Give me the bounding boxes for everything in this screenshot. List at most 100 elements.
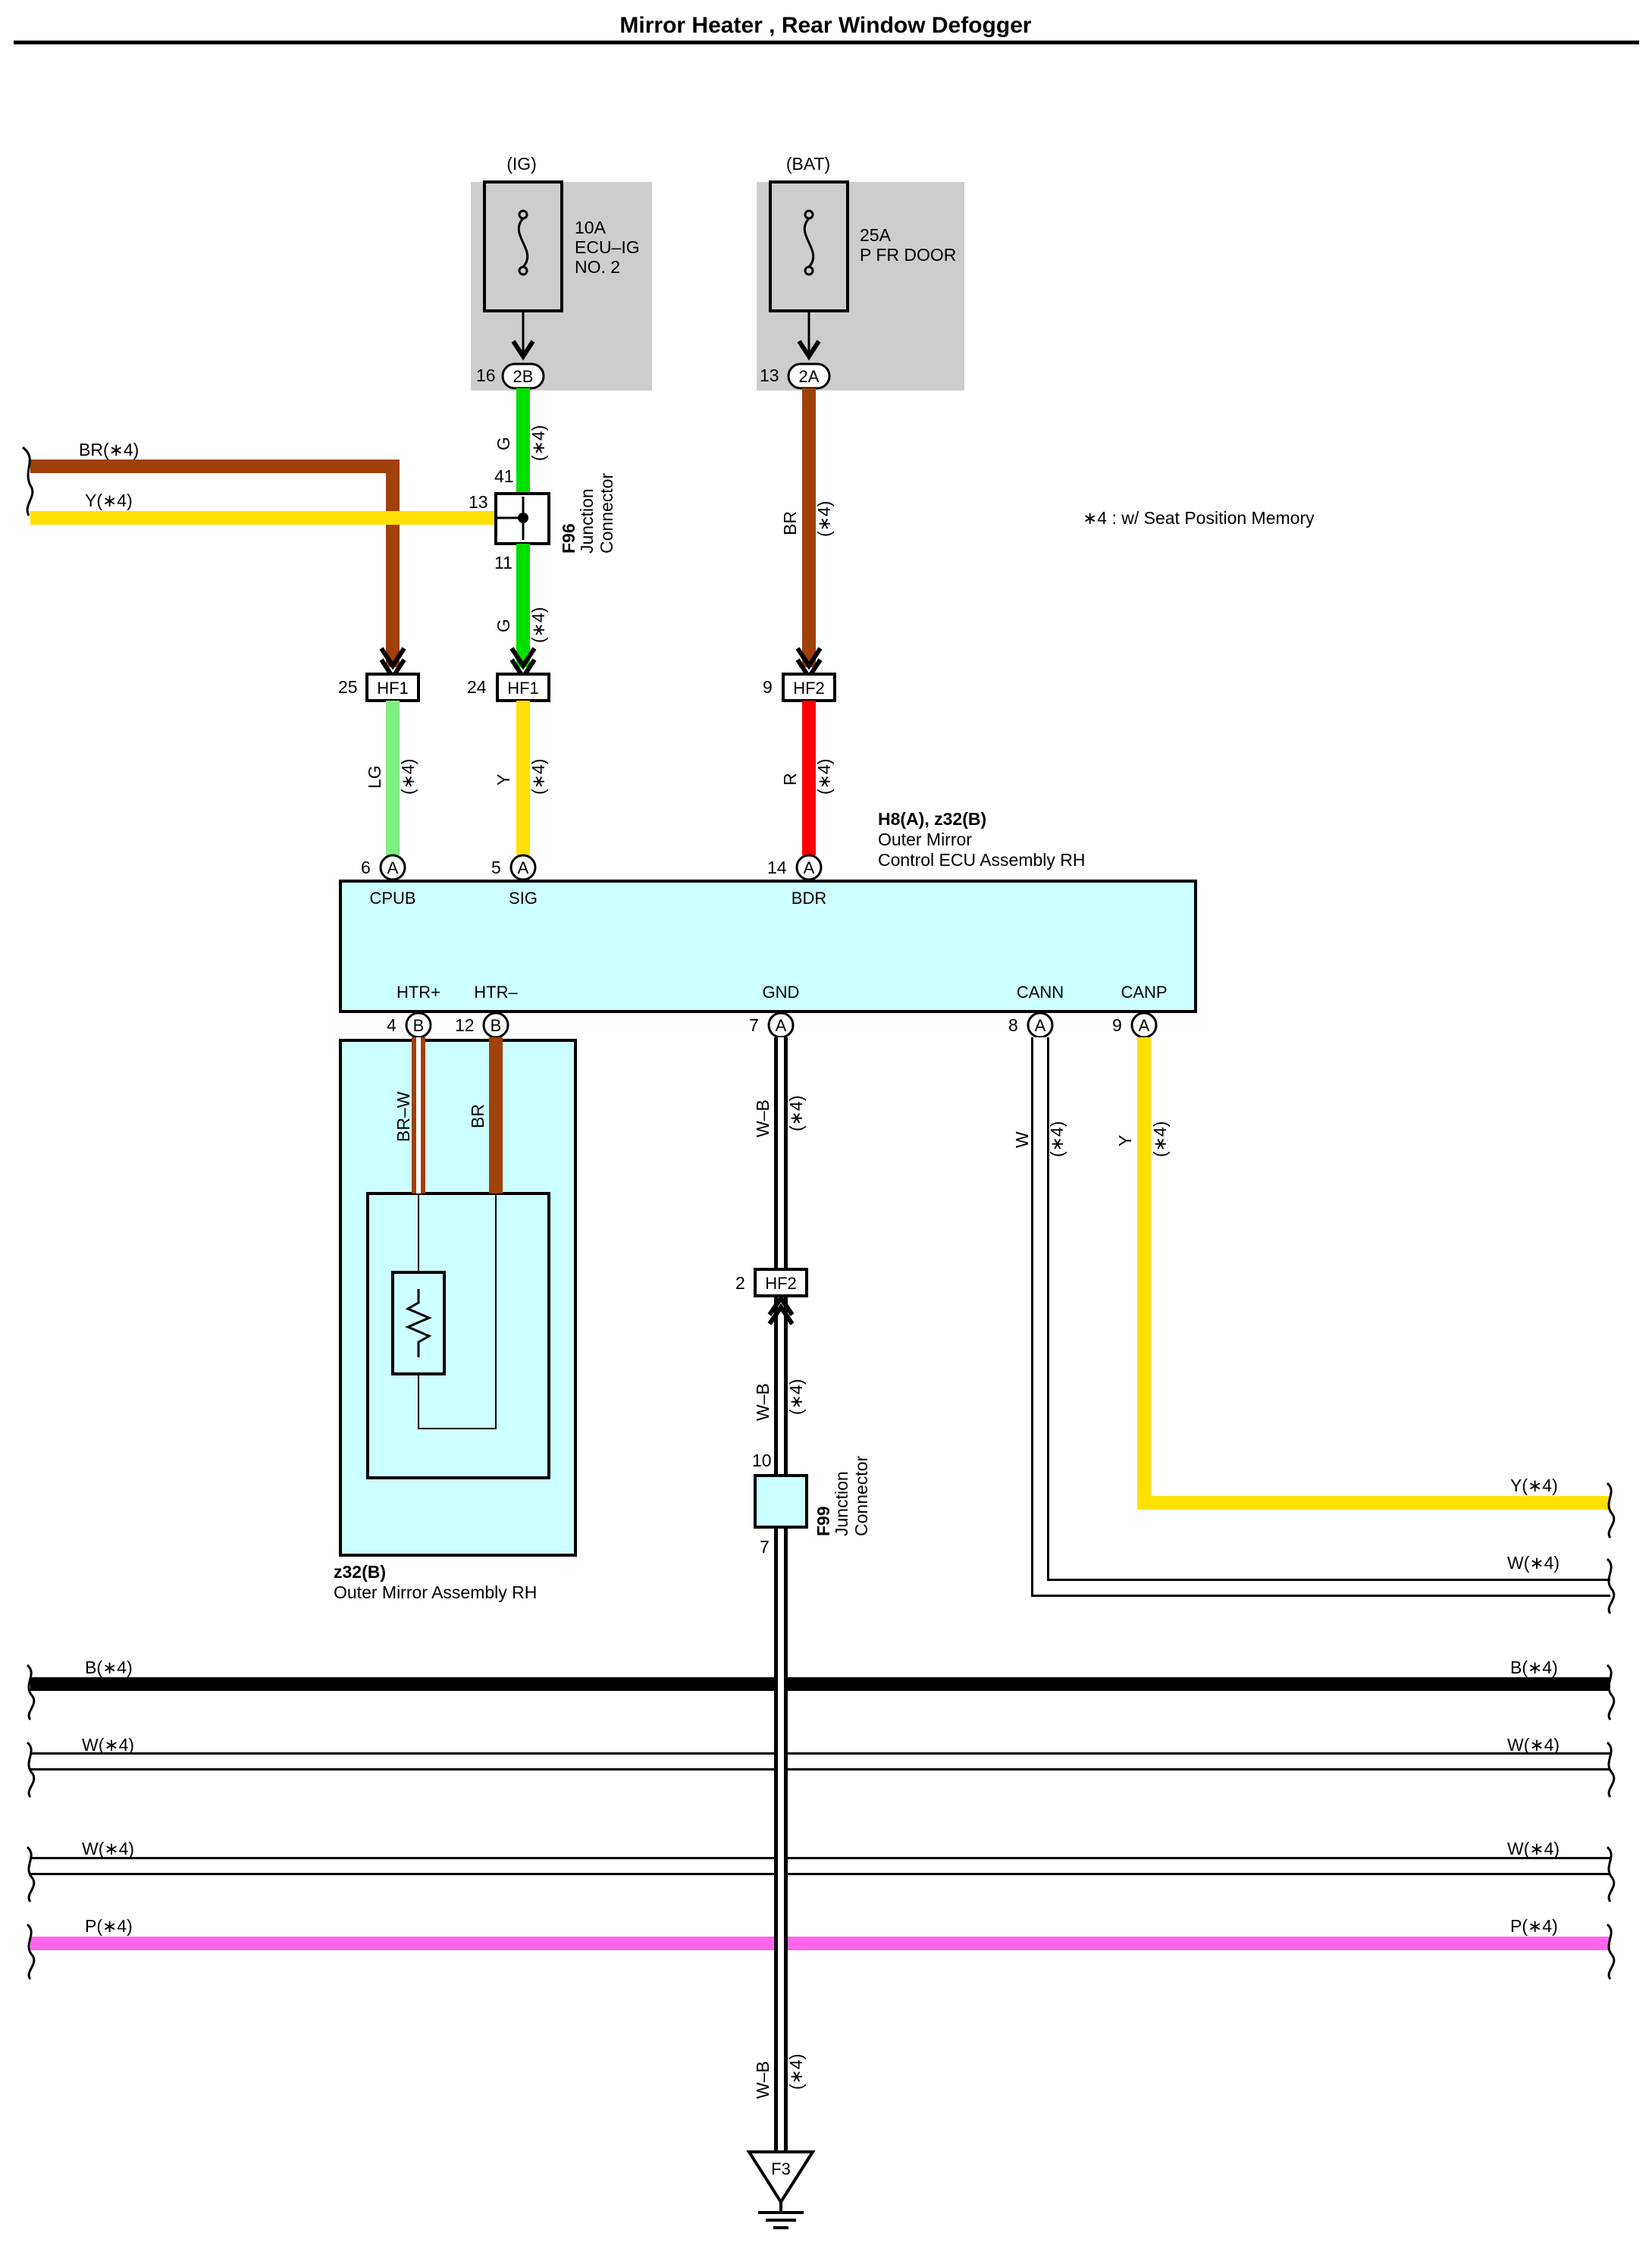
arrow-down-icon <box>797 340 821 361</box>
f96-pin-11: 11 <box>494 553 513 572</box>
bus-p: P(∗4) P(∗4) <box>30 1916 1610 1950</box>
wire-wb-label: W–B <box>753 2061 773 2099</box>
bus-p-label-right: P(∗4) <box>1510 1916 1558 1936</box>
fuse-ig: (IG) 10A ECU–IG NO. 2 16 2B <box>471 154 652 390</box>
connector-name: HF2 <box>765 1274 797 1293</box>
bus-b: B(∗4) B(∗4) <box>30 1658 1610 1691</box>
fuse-ig-connector: 2B <box>513 367 534 386</box>
bus-w1-label-right: W(∗4) <box>1507 1735 1560 1755</box>
junction-f99: 10 7 F99 Junction Connector <box>752 1451 871 1557</box>
ecu-pin-letter: A <box>387 858 399 877</box>
wire-opt-label: (∗4) <box>528 607 548 643</box>
fuse-ig-source: (IG) <box>506 154 537 174</box>
fuse-element-icon <box>803 217 815 268</box>
ecu-pin-num: 12 <box>455 1015 475 1035</box>
ecu-pin-num: 6 <box>361 858 371 877</box>
bus-b-label-right: B(∗4) <box>1510 1658 1558 1677</box>
page-title: Mirror Heater , Rear Window Defogger <box>619 13 1031 38</box>
ecu-pin-num: 5 <box>491 858 501 877</box>
wire-y-canp-label: Y <box>1115 1135 1135 1146</box>
wire-opt-label: (∗4) <box>1047 1121 1067 1157</box>
ground-id: F3 <box>771 2159 791 2178</box>
wire-break-icon <box>1606 1482 1616 1538</box>
wire-y-canp <box>1137 1037 1610 1510</box>
ecu-pin-letter: B <box>491 1016 502 1035</box>
f96-label: Junction <box>577 488 597 554</box>
wire-opt-label: (∗4) <box>1150 1121 1170 1157</box>
fuse-ig-rating: 10A <box>575 218 607 237</box>
f96-label2: Connector <box>597 473 616 554</box>
wire-br-htr-label: BR <box>468 1104 487 1128</box>
wire-br-w-label: BR–W <box>393 1091 413 1142</box>
bus-w2: W(∗4) W(∗4) <box>30 1839 1610 1875</box>
ecu-pin-name: GND <box>763 983 800 1002</box>
ecu-pin-num: 9 <box>1112 1015 1122 1035</box>
wire-break-icon <box>26 1664 36 1720</box>
wire-w-label: W <box>1012 1131 1032 1148</box>
wire-br-in <box>30 459 400 667</box>
ground-f3: F3 <box>746 2150 816 2229</box>
ecu-pin-num: 14 <box>767 858 787 877</box>
fuse-bat-connector: 2A <box>799 367 820 386</box>
fuse-bat-source: (BAT) <box>786 154 830 174</box>
f99-label: Junction <box>832 1471 851 1536</box>
bus-b-label-left: B(∗4) <box>85 1658 133 1677</box>
ecu-name2: Control ECU Assembly RH <box>878 850 1086 870</box>
ecu-outer-mirror-control: H8(A), z32(B) Outer Mirror Control ECU A… <box>339 809 1197 1039</box>
bus-w1-label-left: W(∗4) <box>82 1735 134 1755</box>
wire-break-icon <box>26 1741 36 1798</box>
wire-y-out-label: Y(∗4) <box>1510 1476 1558 1495</box>
bus-p-label-left: P(∗4) <box>85 1916 133 1936</box>
connector-pin: 25 <box>338 677 358 697</box>
arrow-down-icon <box>509 647 537 670</box>
connector-pin: 9 <box>763 677 773 697</box>
junction-f96: 41 13 11 F96 Junction Connector <box>469 466 616 572</box>
f99-pin-10: 10 <box>752 1451 772 1470</box>
wire-break-icon <box>1606 1923 1616 1980</box>
wire-break-icon <box>1606 1557 1616 1614</box>
wire-y-sig-label: Y <box>494 774 513 786</box>
wire-break-icon <box>1606 1846 1616 1902</box>
ecu-pin-letter: B <box>413 1016 425 1035</box>
option-note: ∗4 : w/ Seat Position Memory <box>1083 508 1315 528</box>
wire-g-top-label: G <box>494 437 513 450</box>
connector-name: HF1 <box>507 679 539 698</box>
fuse-bat-box <box>757 182 964 390</box>
wire-opt-label: (∗4) <box>814 501 834 537</box>
wire-r-label: R <box>780 773 800 786</box>
wire-g-mid-label: G <box>494 619 513 632</box>
ecu-pin-name: CPUB <box>369 889 415 908</box>
ecu-pin-num: 7 <box>749 1015 759 1035</box>
f99-pin-7: 7 <box>760 1537 770 1557</box>
ecu-pin-num: 8 <box>1008 1015 1018 1035</box>
wire-opt-label: (∗4) <box>786 1379 806 1415</box>
fuse-bat-pin: 13 <box>760 365 779 385</box>
connector-hf2-9: 9 HF2 <box>763 673 836 702</box>
ecu-pin-name: HTR+ <box>397 983 440 1002</box>
ecu-pin-letter: A <box>1035 1016 1046 1035</box>
fuse-ig-name: ECU–IG <box>575 237 640 257</box>
f96-pin-13: 13 <box>469 492 488 512</box>
wire-break-icon <box>22 446 34 516</box>
connector-hf2-2: 2 HF2 <box>735 1268 808 1325</box>
ecu-box <box>339 880 1197 1013</box>
f96-pin-41: 41 <box>494 466 514 486</box>
wire-opt-label: (∗4) <box>528 759 548 795</box>
arrow-down-icon <box>379 647 406 670</box>
ecu-name: Outer Mirror <box>878 830 972 849</box>
wire-break-icon <box>26 1846 36 1902</box>
connector-pin: 2 <box>735 1273 745 1293</box>
arrow-up-icon <box>767 1294 795 1316</box>
connector-pin: 24 <box>467 677 487 697</box>
connector-hf1-24: 24 HF1 <box>467 673 550 702</box>
wire-break-icon <box>26 1923 36 1980</box>
wire-y-in-label: Y(∗4) <box>85 491 133 510</box>
heater-box <box>366 1192 550 1479</box>
wire-opt-label: (∗4) <box>786 1096 806 1131</box>
bus-w2-label-right: W(∗4) <box>1507 1839 1560 1858</box>
fuse-ig-name2: NO. 2 <box>575 257 620 277</box>
connector-hf1-25: 25 HF1 <box>338 673 420 702</box>
fuse-bat: (BAT) 25A P FR DOOR 13 2A <box>757 154 964 390</box>
ecu-pin-letter: A <box>1139 1016 1150 1035</box>
